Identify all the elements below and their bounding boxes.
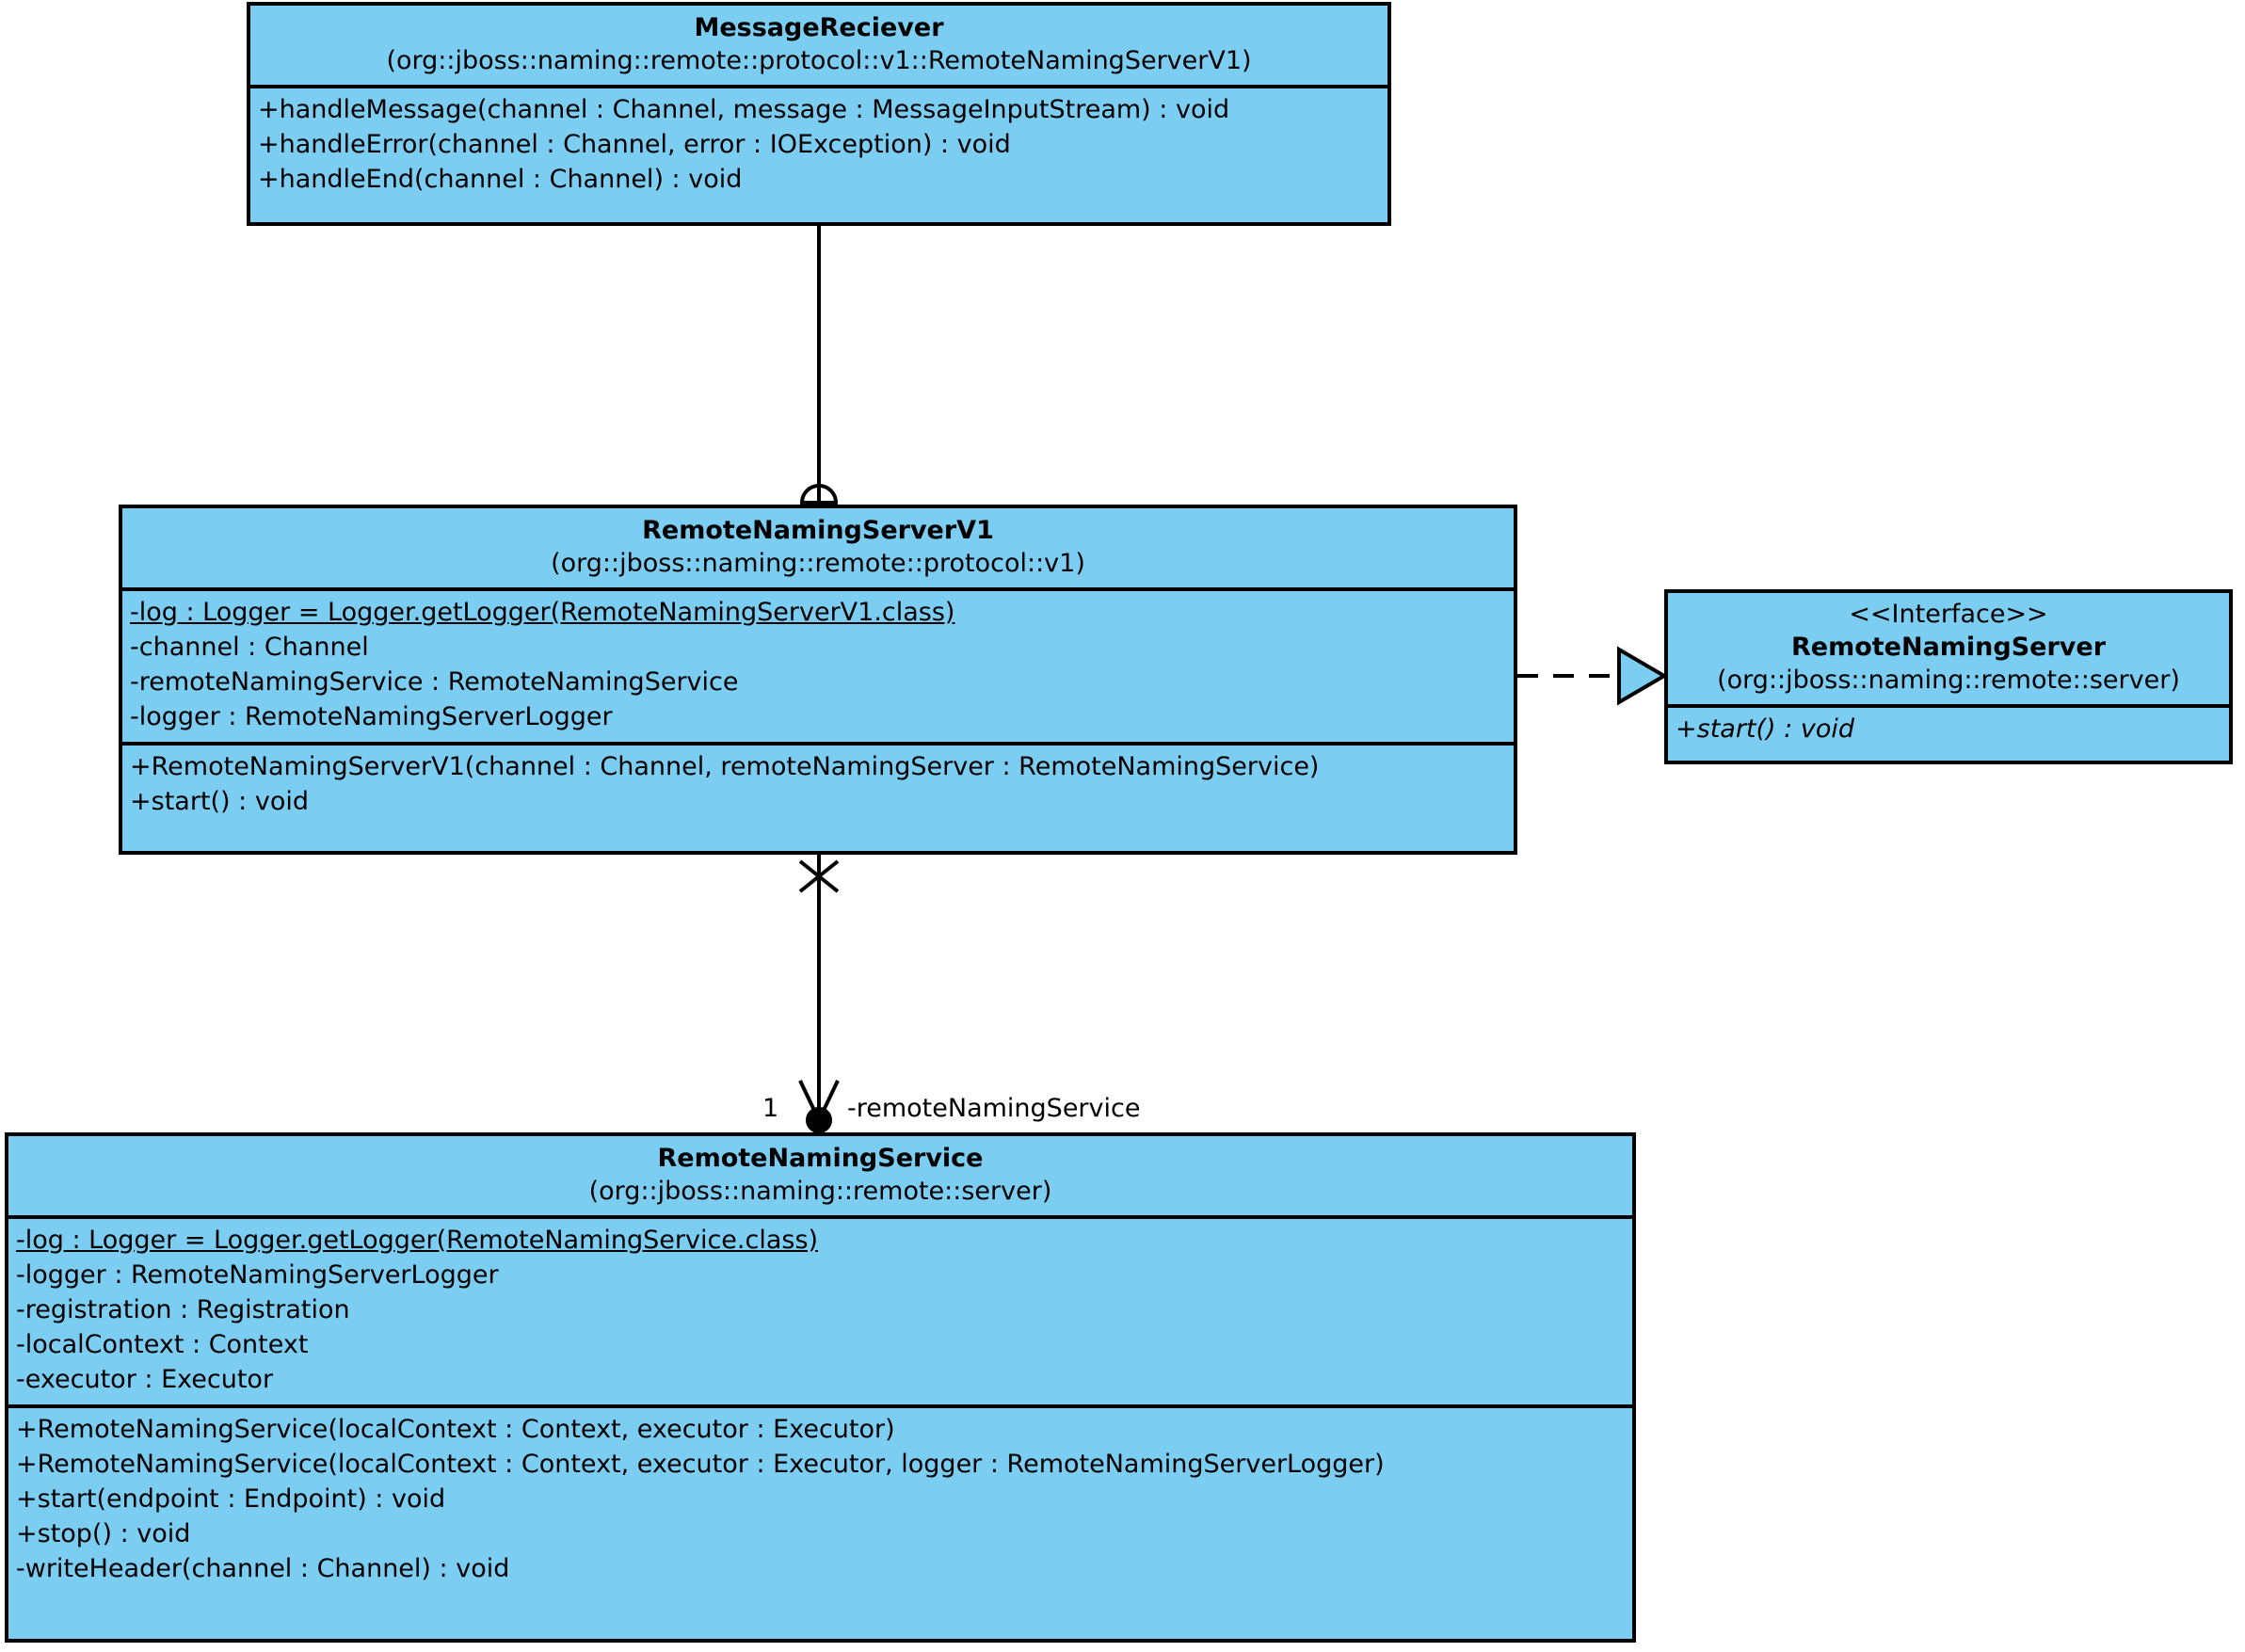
operation-item: +RemoteNamingServerV1(channel : Channel,… xyxy=(130,752,1320,781)
operation-item: +handleMessage(channel : Channel, messag… xyxy=(258,95,1230,124)
attribute-item: -logger : RemoteNamingServerLogger xyxy=(130,702,613,731)
attribute-item: -localContext : Context xyxy=(16,1330,309,1359)
operation-item: +start(endpoint : Endpoint) : void xyxy=(16,1484,446,1514)
class-package: (org::jboss::naming::remote::server) xyxy=(1717,666,2180,695)
operation-item: +RemoteNamingService(localContext : Cont… xyxy=(16,1415,895,1444)
association-multiplicity-label: 1 xyxy=(762,1094,779,1123)
class-box-remote-naming-server-v1[interactable]: RemoteNamingServerV1 (org::jboss::naming… xyxy=(119,505,1517,855)
class-header-remote-naming-service: RemoteNamingService (org::jboss::naming:… xyxy=(8,1136,1632,1215)
class-package: (org::jboss::naming::remote::protocol::v… xyxy=(386,46,1252,75)
connector-realization xyxy=(1517,646,1668,706)
operation-item: +handleError(channel : Channel, error : … xyxy=(258,130,1011,159)
class-name: MessageReciever xyxy=(694,13,944,42)
class-operations-remote-naming-service: +RemoteNamingService(localContext : Cont… xyxy=(8,1404,1632,1594)
class-name: RemoteNamingServerV1 xyxy=(642,516,994,545)
class-operations-message-reciever: +handleMessage(channel : Channel, messag… xyxy=(250,85,1387,204)
association-role-label: -remoteNamingService xyxy=(847,1094,1141,1123)
class-package: (org::jboss::naming::remote::server) xyxy=(588,1177,1052,1206)
operation-item: +start() : void xyxy=(130,787,309,816)
class-stereotype: <<Interface>> xyxy=(1849,600,2048,629)
class-box-message-reciever[interactable]: MessageReciever (org::jboss::naming::rem… xyxy=(247,2,1391,226)
class-package: (org::jboss::naming::remote::protocol::v… xyxy=(551,549,1085,578)
operation-item: +stop() : void xyxy=(16,1519,191,1548)
attribute-item: -remoteNamingService : RemoteNamingServi… xyxy=(130,667,739,697)
operation-item: +RemoteNamingService(localContext : Cont… xyxy=(16,1450,1385,1479)
class-box-remote-naming-server-interface[interactable]: <<Interface>> RemoteNamingServer (org::j… xyxy=(1664,589,2233,764)
operation-item: -writeHeader(channel : Channel) : void xyxy=(16,1554,510,1583)
class-attributes-remote-naming-server-v1: -log : Logger = Logger.getLogger(RemoteN… xyxy=(122,587,1514,742)
attribute-item: -channel : Channel xyxy=(130,633,369,662)
class-header-remote-naming-server-v1: RemoteNamingServerV1 (org::jboss::naming… xyxy=(122,508,1514,587)
class-name: RemoteNamingService xyxy=(657,1144,984,1173)
attribute-item: -log : Logger = Logger.getLogger(RemoteN… xyxy=(16,1226,819,1255)
class-attributes-remote-naming-service: -log : Logger = Logger.getLogger(RemoteN… xyxy=(8,1215,1632,1404)
class-operations-remote-naming-server-interface: +start() : void xyxy=(1668,704,2229,754)
attribute-item: -log : Logger = Logger.getLogger(RemoteN… xyxy=(130,598,955,627)
class-name: RemoteNamingServer xyxy=(1790,633,2107,662)
attribute-item: -registration : Registration xyxy=(16,1295,350,1324)
connector-association xyxy=(798,855,840,1133)
connector-nesting xyxy=(800,226,838,521)
attribute-item: -executor : Executor xyxy=(16,1365,274,1394)
class-header-message-reciever: MessageReciever (org::jboss::naming::rem… xyxy=(250,6,1387,85)
class-operations-remote-naming-server-v1: +RemoteNamingServerV1(channel : Channel,… xyxy=(122,742,1514,826)
class-header-remote-naming-server-interface: <<Interface>> RemoteNamingServer (org::j… xyxy=(1668,593,2229,704)
operation-item: +handleEnd(channel : Channel) : void xyxy=(258,165,743,194)
operation-item: +start() : void xyxy=(1676,714,1854,744)
class-box-remote-naming-service[interactable]: RemoteNamingService (org::jboss::naming:… xyxy=(5,1132,1636,1643)
attribute-item: -logger : RemoteNamingServerLogger xyxy=(16,1260,499,1290)
